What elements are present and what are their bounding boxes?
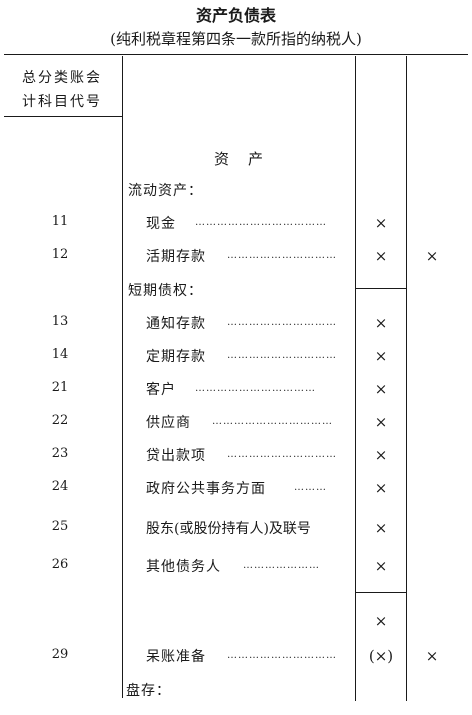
leader-dots: ………: [294, 482, 327, 493]
row-code: 11: [51, 214, 69, 229]
cross-mark: ×: [374, 413, 388, 431]
leader-dots: ……………………………: [195, 383, 316, 394]
cross-mark: ×: [374, 479, 388, 497]
cross-mark: ×: [374, 380, 388, 398]
top-rule: [4, 54, 468, 55]
code-column-header-line1: 总分类账会: [22, 70, 102, 86]
leader-dots: …………………: [243, 560, 320, 571]
row-label: 政府公共事务方面: [146, 481, 266, 497]
row-code: 13: [51, 314, 69, 329]
leader-dots: …………………………: [227, 350, 337, 361]
row-code: 14: [51, 347, 69, 362]
row-label: 客户: [146, 382, 176, 398]
assets-section-title: 资 产: [214, 150, 266, 168]
row-label: 股东(或股份持有人)及联号: [146, 521, 311, 537]
leader-dots: …………………………: [227, 449, 337, 460]
label-column-divider: [355, 56, 356, 701]
leader-dots: ……………………………: [212, 416, 333, 427]
row-label: 供应商: [146, 415, 191, 431]
header-divider: [4, 116, 122, 117]
cross-mark: ×: [374, 314, 388, 332]
mark-column-divider: [406, 56, 407, 701]
row-code: 12: [51, 247, 69, 262]
row-code: 26: [51, 557, 69, 572]
cross-mark-outer: ×: [425, 247, 439, 265]
leader-dots: …………………………: [227, 650, 337, 661]
row-code: 21: [51, 380, 69, 395]
cross-mark: ×: [374, 557, 388, 575]
row-code: 24: [51, 479, 69, 494]
row-label: 呆账准备: [146, 649, 206, 665]
row-code: 25: [51, 519, 69, 534]
code-column-divider: [122, 56, 123, 698]
row-label: 现金: [146, 216, 176, 232]
cross-mark: ×: [374, 519, 388, 537]
section-rule-2: [356, 592, 406, 593]
cross-mark-parenthesized: (×): [368, 647, 394, 665]
group-inventory: 盘存：: [126, 683, 171, 699]
cross-mark: ×: [374, 247, 388, 265]
cross-mark: ×: [374, 446, 388, 464]
cross-mark: ×: [374, 214, 388, 232]
cross-mark-outer: ×: [425, 647, 439, 665]
row-label: 定期存款: [146, 349, 206, 365]
leader-dots: …………………………: [227, 250, 337, 261]
row-label: 活期存款: [146, 249, 206, 265]
group-short-term-claims: 短期债权：: [128, 283, 203, 299]
row-code: 29: [51, 647, 69, 662]
section-rule-1: [356, 288, 406, 289]
document-title: 资产负债表: [195, 6, 276, 25]
code-column-header-line2: 计科目代号: [22, 94, 102, 110]
group-current-assets: 流动资产：: [128, 183, 203, 199]
row-code: 23: [51, 446, 69, 461]
row-label: 贷出款项: [146, 448, 206, 464]
row-code: 22: [51, 413, 69, 428]
row-label: 其他债务人: [146, 559, 221, 575]
cross-mark: ×: [374, 347, 388, 365]
row-label: 通知存款: [146, 316, 206, 332]
document-subtitle: (纯利税章程第四条一款所指的纳税人): [110, 30, 362, 48]
leader-dots: ………………………………: [195, 217, 327, 228]
cross-mark: ×: [374, 612, 388, 630]
leader-dots: …………………………: [227, 317, 337, 328]
